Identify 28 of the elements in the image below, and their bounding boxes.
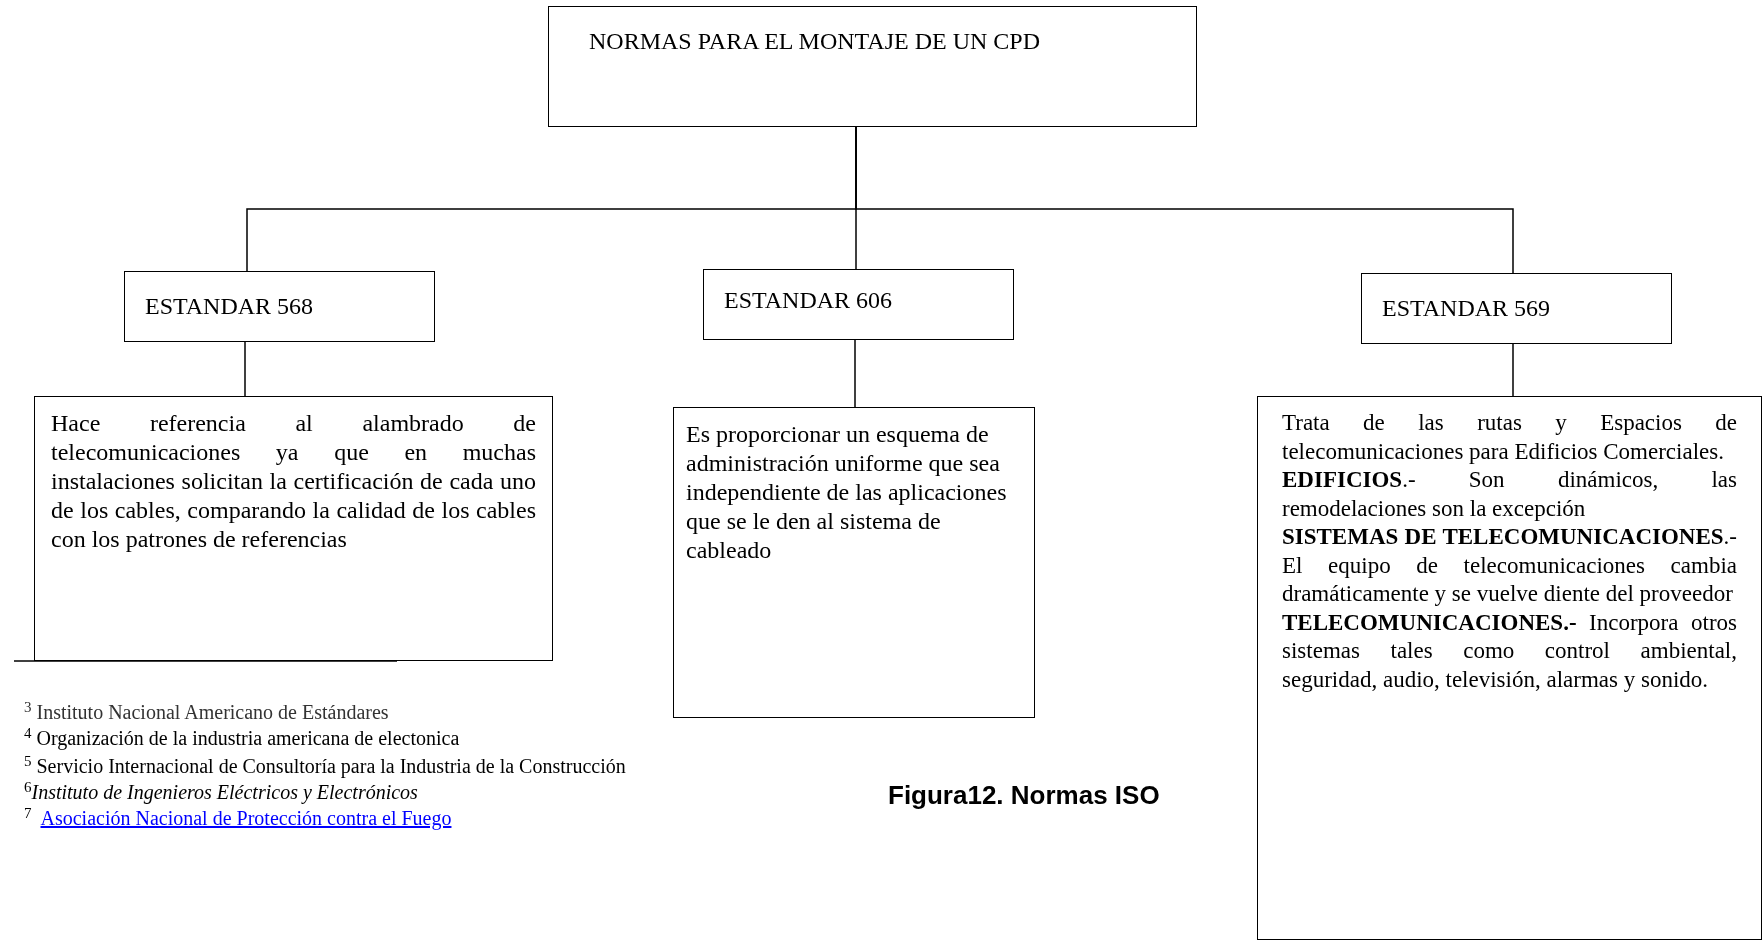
figure-caption: Figura12. Normas ISO <box>888 780 1161 811</box>
connector-line <box>854 339 856 408</box>
node-text: NORMAS PARA EL MONTAJE DE UN CPD <box>589 27 1042 55</box>
node-text: ESTANDAR 569 <box>1382 294 1552 323</box>
footnote-link: Asociación Nacional de Protección contra el Fuego <box>40 806 452 830</box>
description-box <box>34 396 553 661</box>
connector-line <box>244 341 246 397</box>
title-box <box>703 269 1014 340</box>
connector-line <box>1512 343 1514 397</box>
node-text: Es proporcionar un esquema de administración uniforme que sea independiente de las aplicaciones que se le den al sistema de cableado <box>686 420 1008 565</box>
title-box <box>1361 273 1672 344</box>
description-box <box>1257 396 1762 940</box>
footnote: $^{6}$Instituto de Ingenieros Eléctricos y Electrónicos <box>24 780 418 804</box>
node-text: ESTANDAR 606 <box>724 286 894 315</box>
node-text: TELECOMUNICACIONES.- Incorpora otros sistemas tales como control ambiental, seguridad, audio, televisión, alarmas y sonido. <box>1282 608 1737 694</box>
node-text: Hace referencia al alambrado de telecomunicaciones ya que en muchas instalaciones solicitan la certificación de cada uno de los cables, comparando la calidad de los cables con los patrones de referencias <box>51 409 536 554</box>
node-text: ESTANDAR 568 <box>145 292 315 321</box>
connector-line <box>855 126 1514 274</box>
title-box <box>124 271 435 342</box>
footnote: $^{3}$ Instituto Nacional Americano de Estándares <box>24 700 389 724</box>
footnote: $^{5}$ Servicio Internacional de Consultoría para la Industria de la Construcción <box>24 754 626 778</box>
description-box <box>673 407 1035 718</box>
node-text: EDIFICIOS.- Son dinámicos, las remodelaciones son la excepción <box>1282 466 1737 523</box>
title-box <box>548 6 1197 127</box>
node-text: Trata de las rutas y Espacios de telecomunicaciones para Edificios Comerciales. <box>1282 409 1737 466</box>
footnote-number: 7 <box>24 806 33 823</box>
footnote: $^{4}$ Organización de la industria americana de electonica <box>24 726 460 750</box>
node-text: SISTEMAS DE TELECOMUNICACIONES.- El equipo de telecomunicaciones cambia dramáticamente y se vuelve diente del proveedor <box>1282 523 1737 608</box>
